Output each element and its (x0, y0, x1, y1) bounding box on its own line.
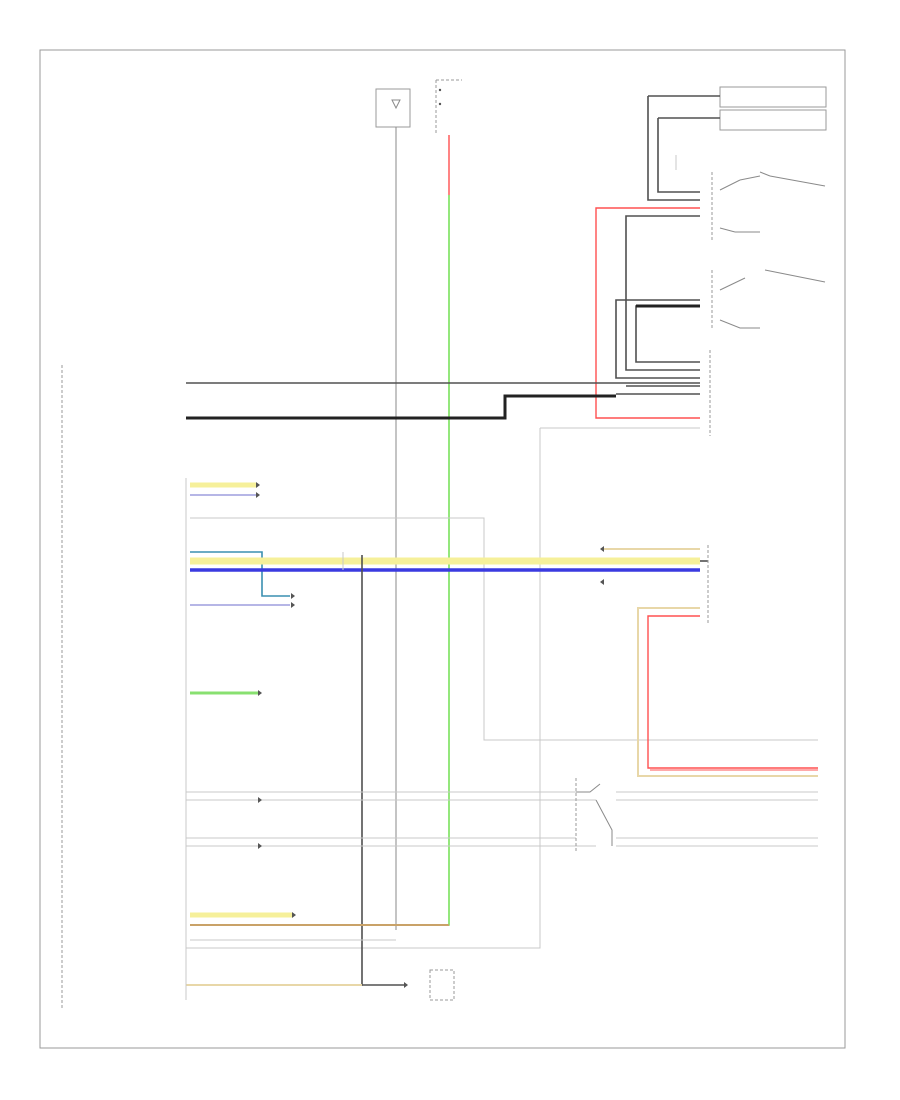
telephone-right-block (600, 545, 709, 625)
switch-unit-1 (711, 171, 826, 240)
lamp-component-2 (719, 109, 827, 131)
ignition-component (435, 79, 462, 134)
fuse-component (375, 88, 411, 128)
switch-unit-2 (711, 269, 826, 330)
diagram-frame (39, 49, 846, 1049)
bottom-component (429, 969, 455, 1001)
lamp-component-1 (719, 86, 827, 108)
lower-switch (575, 778, 818, 852)
